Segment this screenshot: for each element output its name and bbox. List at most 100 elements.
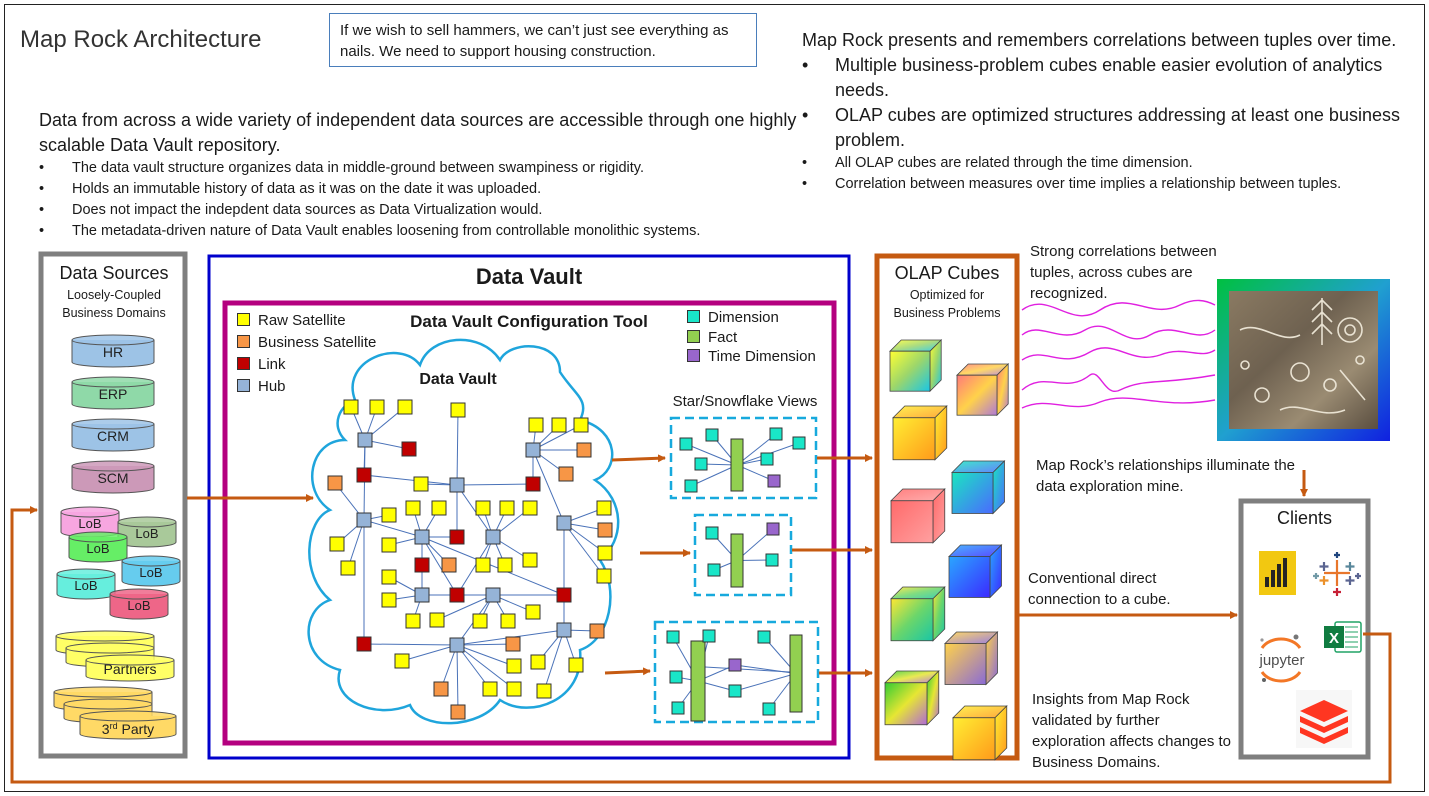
jupyter-icon: [1260, 634, 1302, 683]
legend-item: Business Satellite: [237, 332, 376, 354]
raw-satellite-node: [568, 657, 584, 673]
olap-cubes: [884, 339, 1010, 761]
correlation-waves: [1021, 299, 1216, 409]
lob-db: LoB: [60, 506, 120, 538]
dimension-node: [757, 630, 771, 644]
raw-satellite-node: [506, 681, 522, 697]
db-scm-label: SCM: [97, 470, 128, 486]
vault-edge: [456, 644, 459, 713]
lob-db-label: LoB: [127, 598, 150, 613]
relationships-note: Map Rock’s relationships illuminate the …: [1036, 457, 1296, 495]
lob-db-label: LoB: [139, 565, 162, 580]
hub-node: [556, 622, 572, 638]
diagram-frame: [4, 4, 1425, 792]
olap-cube: [956, 363, 1010, 417]
raw-satellite-node: [597, 545, 613, 561]
link-node: [449, 587, 465, 603]
legend-label: Business Satellite: [258, 334, 377, 351]
business-satellite-swatch: [237, 335, 250, 348]
list-item: The metadata-driven nature of Data Vault…: [39, 221, 799, 242]
legend-left: Raw Satellite Business Satellite Link Hu…: [237, 310, 376, 398]
partners-db: Partners: [85, 654, 175, 682]
db-erp-label: ERP: [99, 386, 128, 402]
lob-db-label: LoB: [86, 541, 109, 556]
raw-satellite-node: [329, 536, 345, 552]
link-node: [356, 636, 372, 652]
vault-edge: [563, 522, 605, 577]
lob-db: LoB: [121, 555, 181, 587]
raw-satellite-node: [596, 568, 612, 584]
dimension-node: [679, 437, 693, 451]
vault-edge: [347, 519, 365, 569]
time-dimension-node: [766, 522, 780, 536]
hub-node: [414, 529, 430, 545]
raw-satellite-node: [573, 417, 589, 433]
raw-satellite-node: [596, 500, 612, 516]
raw-satellite-node: [413, 476, 429, 492]
raw-satellite-node: [340, 560, 356, 576]
data-sources-header: Data Sources Loosely-Coupled Business Do…: [44, 263, 184, 322]
list-item: Holds an immutable history of data as it…: [39, 179, 799, 200]
legend-item: Raw Satellite: [237, 310, 376, 332]
star-view-2: [693, 513, 793, 597]
link-node: [449, 529, 465, 545]
raw-satellite-node: [506, 658, 522, 674]
lob-db: LoB: [117, 516, 177, 548]
dimension-swatch: [687, 310, 700, 323]
legend-item: Dimension: [687, 308, 816, 328]
raw-satellite-node: [405, 500, 421, 516]
raw-satellite-node: [499, 500, 515, 516]
dimension-node: [671, 701, 685, 715]
legend-item: Hub: [237, 376, 376, 398]
config-tool-box: [222, 300, 837, 746]
third-party-label: 3rd Party: [102, 721, 154, 737]
vault-edge: [363, 519, 423, 538]
view-edge: [685, 443, 738, 466]
legend-item: Fact: [687, 328, 816, 348]
vault-edge: [532, 424, 582, 451]
raw-satellite-node: [482, 681, 498, 697]
data-vault-title: Data Vault: [475, 264, 583, 289]
raw-satellite-node: [381, 507, 397, 523]
raw-satellite-node: [405, 613, 421, 629]
raw-satellite-node: [381, 569, 397, 585]
lob-db-label: LoB: [74, 578, 97, 593]
vault-edge: [401, 644, 458, 662]
legend-item: Time Dimension: [687, 347, 816, 367]
business-satellite-node: [558, 466, 574, 482]
databricks-icon: [1296, 690, 1352, 748]
business-satellite-node: [327, 475, 343, 491]
business-satellite-node: [441, 557, 457, 573]
business-satellite-node: [450, 704, 466, 720]
excel-icon: X: [1324, 621, 1362, 653]
dimension-node: [684, 479, 698, 493]
raw-satellite-node: [530, 654, 546, 670]
raw-satellite-node: [497, 557, 513, 573]
view-graph: [666, 427, 806, 722]
db-scm: SCM: [71, 460, 155, 494]
hub-node: [449, 477, 465, 493]
snowflake-view: [653, 620, 820, 724]
business-satellite-node: [505, 636, 521, 652]
link-node: [525, 476, 541, 492]
dimension-node: [694, 457, 708, 471]
olap-cube: [952, 705, 1008, 761]
hub-node: [449, 637, 465, 653]
dimension-node: [705, 526, 719, 540]
left-intro-bullets: The data vault structure organizes data …: [39, 158, 799, 242]
quote-box: If we wish to sell hammers, we can’t jus…: [329, 13, 757, 67]
hub-node: [485, 587, 501, 603]
fact-node: [730, 438, 744, 492]
db-erp: ERP: [71, 376, 155, 410]
page-title: Map Rock Architecture: [20, 26, 262, 53]
business-satellite-node: [597, 522, 613, 538]
dimension-node: [666, 630, 680, 644]
olap-header: OLAP Cubes Optimized for Business Proble…: [880, 263, 1014, 322]
legend-label: Fact: [708, 328, 738, 346]
raw-satellite-node: [536, 683, 552, 699]
db-hr-label: HR: [103, 344, 123, 360]
data-sources-subtitle: Loosely-Coupled Business Domains: [62, 288, 166, 320]
view-edge: [734, 664, 797, 674]
map-rock-image: [1229, 291, 1378, 429]
